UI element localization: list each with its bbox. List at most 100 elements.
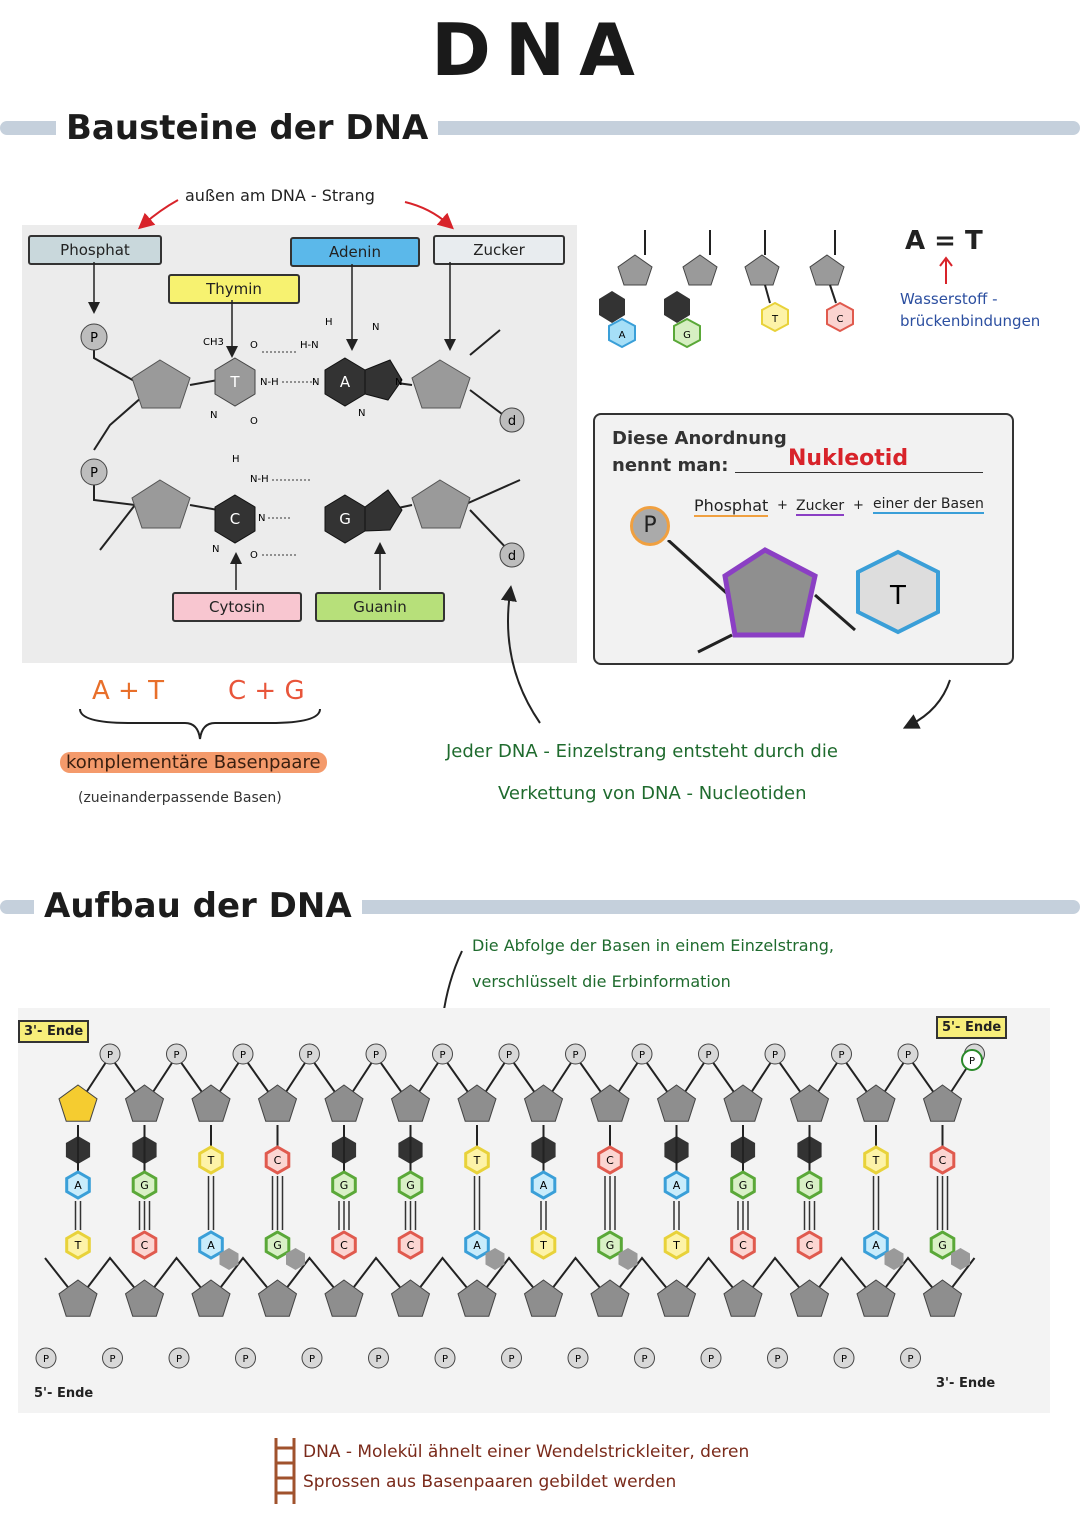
top-sugar <box>124 1084 165 1122</box>
bottom-phosphate <box>501 1347 522 1369</box>
bottom-phosphate <box>102 1347 123 1369</box>
top-phosphate-label: P <box>639 1050 645 1061</box>
label-guanin: Guanin <box>315 592 445 622</box>
deoxyribose-d: d <box>508 549 516 564</box>
top-base-letter: T <box>473 1154 481 1167</box>
top-sugar <box>523 1084 564 1122</box>
label-adenin: Adenin <box>290 237 420 267</box>
bottom-base-ring <box>485 1248 505 1270</box>
pair-cg: C + G <box>228 676 305 706</box>
top-phosphate-label: P <box>107 1050 113 1061</box>
top-base-letter: C <box>939 1154 947 1167</box>
bottom-base <box>131 1230 158 1260</box>
strand-note-line1: Jeder DNA - Einzelstrang entsteht durch … <box>446 741 838 762</box>
top-base <box>464 1145 490 1175</box>
bottom-sugar <box>457 1279 497 1317</box>
top-phosphate-label: P <box>439 1050 445 1061</box>
top-base-letter: G <box>406 1179 415 1192</box>
bottom-sugar <box>922 1279 963 1317</box>
bottom-sugar <box>324 1279 364 1317</box>
arrows <box>500 585 951 729</box>
row-base-letter: G <box>683 330 691 341</box>
row-base-letter: C <box>837 314 844 325</box>
hydrogen-bond-note: Wasserstoff - brückenbindungen <box>900 290 1041 330</box>
bottom-phosphate-label: P <box>442 1354 448 1365</box>
bottom-base <box>929 1230 956 1260</box>
label-cytosin: Cytosin <box>172 592 302 622</box>
top-base <box>929 1145 956 1175</box>
top-base-letter: A <box>673 1179 681 1192</box>
top-sugar <box>723 1084 763 1122</box>
formula-basen: einer der Basen <box>873 496 984 514</box>
section-heading-bausteine: Bausteine der DNA <box>56 108 439 148</box>
top-base-letter: T <box>872 1154 880 1167</box>
top-sugar <box>191 1084 231 1122</box>
end-5-bottom: 5'- Ende <box>34 1386 94 1401</box>
nucleotide-g: G <box>664 230 718 349</box>
top-sugar <box>856 1084 896 1122</box>
bottom-phosphate <box>368 1347 389 1369</box>
atom-o: O <box>250 416 258 427</box>
bottom-phosphate <box>634 1347 655 1369</box>
end-phosphate-label: P <box>969 1056 975 1067</box>
top-phosphate <box>698 1043 719 1065</box>
bottom-phosphate <box>168 1347 190 1369</box>
bottom-sugar <box>58 1279 98 1317</box>
top-sugar <box>390 1084 431 1122</box>
bottom-base <box>65 1230 91 1260</box>
bottom-base-letter: C <box>739 1239 747 1252</box>
top-sugar <box>324 1084 364 1122</box>
atom-n: N <box>212 544 219 555</box>
top-phosphate <box>432 1043 453 1065</box>
top-base <box>530 1170 557 1200</box>
top-sugar <box>789 1084 830 1122</box>
top-base-letter: G <box>739 1179 748 1192</box>
bottom-base-letter: A <box>872 1239 880 1252</box>
bottom-base-letter: A <box>473 1239 481 1252</box>
nucleotide-illustration: T <box>666 540 940 654</box>
bottom-phosphate-label: P <box>309 1354 315 1365</box>
top-phosphate-label: P <box>173 1050 179 1061</box>
bottom-base-letter: T <box>672 1239 680 1252</box>
bottom-phosphate-label: P <box>708 1354 714 1365</box>
row-base-letter: A <box>619 330 626 341</box>
top-base-letter: G <box>805 1179 814 1192</box>
top-phosphate <box>897 1043 919 1065</box>
bottom-phosphate <box>567 1347 589 1369</box>
section-heading-aufbau: Aufbau der DNA <box>34 886 362 926</box>
bottom-base-letter: C <box>407 1239 415 1252</box>
top-base-letter: T <box>207 1154 215 1167</box>
top-phosphate-label: P <box>838 1050 844 1061</box>
top-base-letter: C <box>606 1154 614 1167</box>
bottom-base-ring <box>884 1248 904 1270</box>
bottom-base-letter: T <box>539 1239 547 1252</box>
top-base <box>331 1170 357 1200</box>
top-base-letter: C <box>274 1154 282 1167</box>
bottom-phosphate-label: P <box>176 1354 182 1365</box>
label-phosphat: Phosphat <box>28 235 162 265</box>
sequence-note-line2: verschlüsselt die Erbinformation <box>472 972 731 991</box>
atom-ch3: CH3 <box>203 337 224 348</box>
top-phosphate <box>498 1043 520 1065</box>
bottom-base <box>663 1230 690 1260</box>
top-phosphate-label: P <box>905 1050 911 1061</box>
bottom-phosphate-label: P <box>508 1354 514 1365</box>
bottom-sugar <box>723 1279 763 1317</box>
bottom-phosphate <box>833 1347 855 1369</box>
bottom-base-letter: G <box>273 1239 282 1252</box>
bottom-base <box>597 1230 623 1260</box>
bottom-base-ring <box>219 1248 239 1270</box>
top-base <box>730 1170 756 1200</box>
bottom-phosphate-label: P <box>242 1354 248 1365</box>
atom-n: N <box>210 410 217 421</box>
up-arrow-icon <box>939 256 953 284</box>
top-base <box>131 1170 158 1200</box>
bottom-sugar <box>523 1279 564 1317</box>
bottom-sugar <box>257 1279 298 1317</box>
top-phosphate <box>232 1043 254 1065</box>
phosphate-p: P <box>90 331 98 346</box>
atom-h: H <box>325 317 333 328</box>
top-phosphate-label: P <box>240 1050 246 1061</box>
bottom-phosphate <box>767 1347 788 1369</box>
top-phosphate <box>565 1043 586 1065</box>
